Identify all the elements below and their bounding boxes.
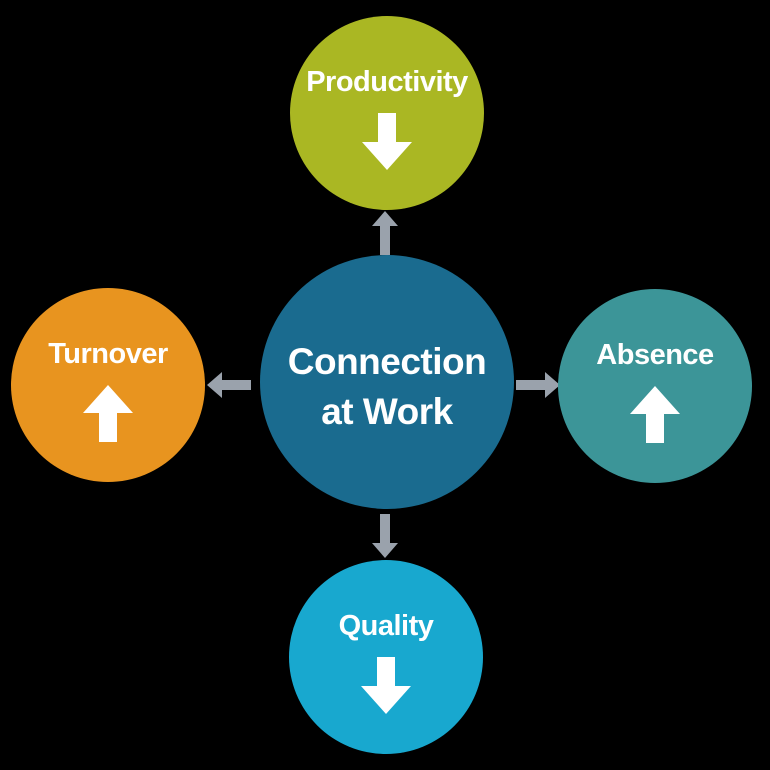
arrow-up-icon (83, 385, 133, 442)
node-quality-label: Quality (338, 610, 434, 642)
arrow-up-shape (83, 385, 133, 442)
arrow-down-icon (361, 657, 411, 714)
connector-arrow-down-shape (372, 514, 398, 558)
connector-arrow-up-shape (372, 211, 398, 255)
center-node-label-line2: at Work (321, 391, 453, 432)
node-productivity-label: Productivity (306, 66, 468, 98)
node-turnover: Turnover (11, 288, 205, 482)
center-node-label-line1: Connection (287, 341, 487, 383)
node-absence: Absence (558, 289, 752, 483)
connector-arrow-down-icon (372, 514, 398, 558)
arrow-down-shape (362, 113, 412, 170)
node-productivity: Productivity (290, 16, 484, 210)
arrow-down-shape (361, 657, 411, 714)
connector-arrow-left-shape (207, 372, 251, 398)
arrow-up-icon (630, 386, 680, 443)
connector-arrow-up-icon (372, 211, 398, 255)
node-turnover-label: Turnover (48, 338, 168, 370)
connector-arrow-right-shape (516, 372, 560, 398)
connector-arrow-right-icon (516, 372, 560, 398)
center-node-label: Connection at Work (287, 337, 487, 437)
node-absence-label: Absence (596, 339, 714, 371)
center-node-connection-at-work: Connection at Work (260, 255, 514, 509)
arrow-up-shape (630, 386, 680, 443)
node-quality: Quality (289, 560, 483, 754)
connector-arrow-left-icon (207, 372, 251, 398)
arrow-down-icon (362, 113, 412, 170)
